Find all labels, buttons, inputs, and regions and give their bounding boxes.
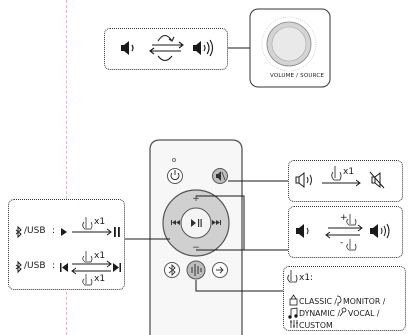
- row2-source-label: /USB: [24, 261, 46, 271]
- row1-hand-icon: [82, 217, 93, 230]
- previous-icon: [171, 220, 180, 225]
- mute-button: [212, 168, 228, 184]
- speaker-low-icon: [121, 41, 134, 55]
- mute-press-count: x1: [343, 167, 355, 177]
- row1-source-label: /USB: [24, 226, 46, 236]
- monitor-icon: [336, 295, 342, 306]
- vol-hand-bottom-icon: [346, 239, 357, 251]
- eq-mode-vocal: VOCAL /: [348, 309, 380, 318]
- pause-icon: [114, 227, 116, 237]
- row2-colon: :: [52, 261, 56, 271]
- row1-press-count: x1: [94, 217, 106, 227]
- play-pause-icon: [191, 219, 202, 227]
- eq-hand-icon: [287, 270, 298, 283]
- eq-instruction-box: [283, 266, 406, 331]
- bluetooth-icon-2: [15, 260, 22, 274]
- dynamic-icon: [288, 307, 298, 319]
- remote-plus-label: +: [192, 194, 200, 204]
- next-track-icon: [113, 263, 121, 272]
- input-source-button: [212, 262, 228, 278]
- play-icon: [61, 228, 67, 236]
- volume-plus-label: +: [340, 213, 348, 223]
- speaker-on-icon: [295, 171, 312, 189]
- page-divider-line: [66, 0, 67, 335]
- eq-press-count: x1:: [299, 273, 314, 283]
- bluetooth-button: [164, 262, 180, 278]
- classic-icon: [289, 294, 298, 306]
- custom-icon: [290, 320, 298, 328]
- row2-hand-bottom-icon: [82, 274, 93, 286]
- volume-source-knob: [261, 16, 317, 72]
- row1-colon: :: [52, 226, 56, 236]
- playback-instruction-box: [8, 199, 125, 290]
- tap-hand-icon: [331, 166, 342, 181]
- eq-mode-monitor: MONITOR /: [343, 297, 386, 306]
- vol-hand-top-icon: [346, 214, 357, 226]
- row2-hand-top-icon: [82, 251, 93, 263]
- row2-press-count-bottom: x1: [94, 274, 106, 284]
- volume-minus-label: -: [340, 238, 344, 248]
- previous-track-icon: [60, 263, 68, 272]
- vocal-icon: [339, 307, 347, 317]
- connector-lines: [125, 180, 288, 292]
- rotate-arrows-icon: [149, 34, 184, 62]
- bluetooth-icon: [15, 225, 22, 239]
- eq-mode-classic: CLASSIC /: [299, 297, 338, 306]
- speaker-high-icon: [193, 39, 214, 57]
- mute-instruction-box: [288, 160, 403, 202]
- eq-mode-custom: CUSTOM: [299, 321, 333, 330]
- power-button: [167, 168, 183, 184]
- next-icon: [212, 220, 221, 225]
- eq-mode-dynamic: DYNAMIC /: [299, 309, 341, 318]
- remote-minus-label: −: [192, 243, 200, 253]
- row2-press-count-top: x1: [94, 251, 106, 261]
- speaker-high-icon-2: [370, 223, 390, 239]
- volume-instruction-box: [288, 206, 403, 258]
- speaker-low-icon-2: [296, 224, 309, 238]
- speaker-muted-icon: [369, 171, 385, 189]
- eq-button: [186, 260, 206, 280]
- volume-source-label: VOLUME / SOURCE: [270, 73, 325, 79]
